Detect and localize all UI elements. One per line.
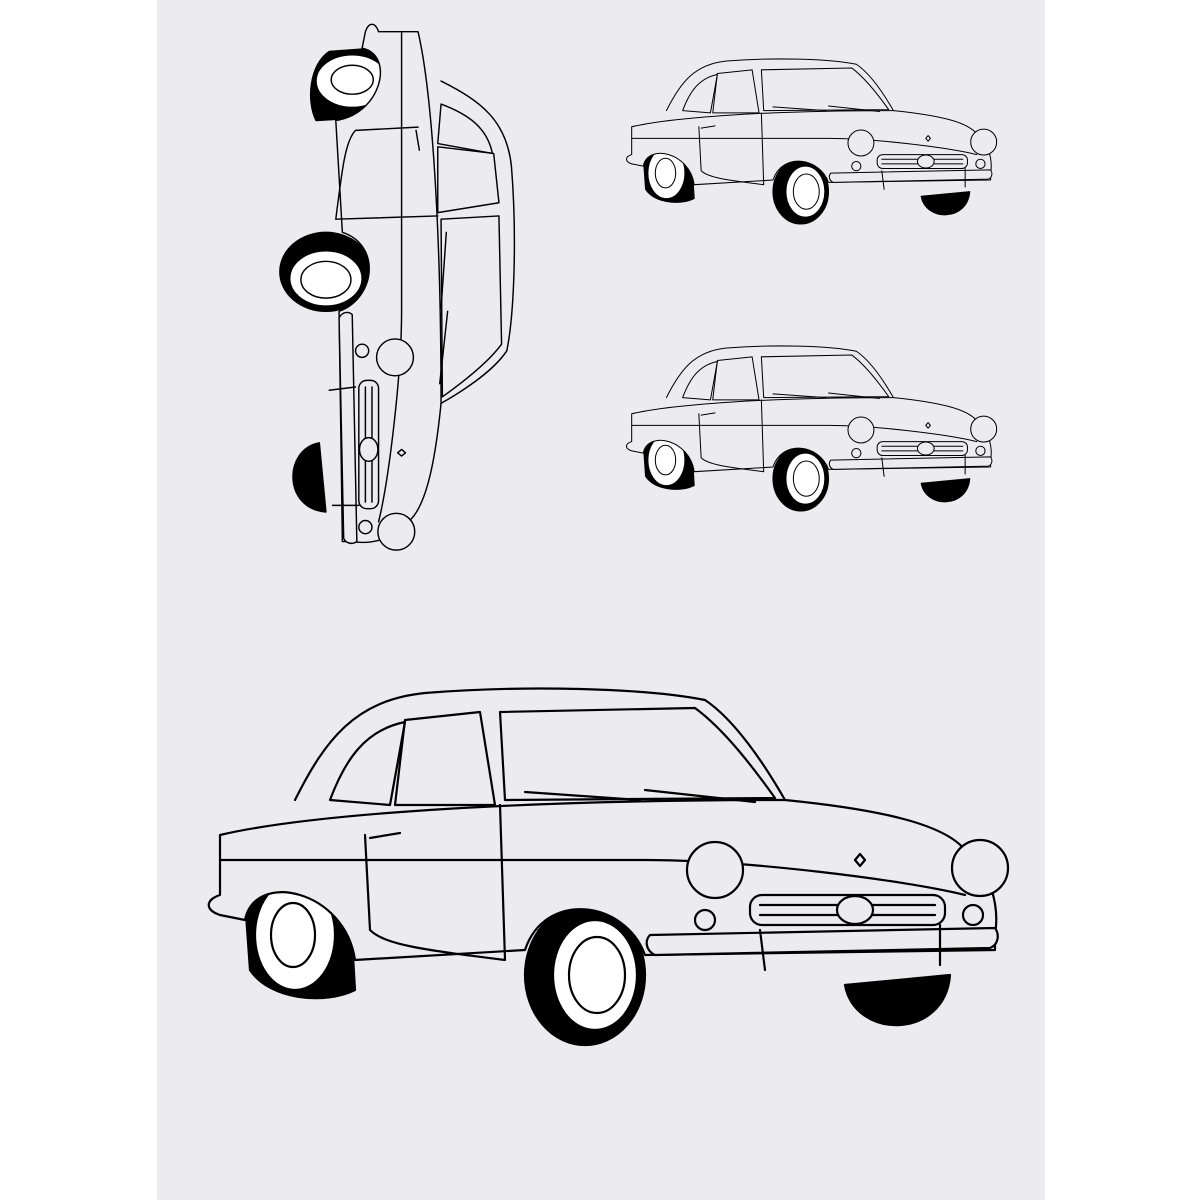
car-top-view-icon [279,23,516,551]
car-three-quarter-large-icon [207,687,1010,1047]
car-three-quarter-icon [625,345,998,512]
car-three-quarter-icon [625,58,998,225]
